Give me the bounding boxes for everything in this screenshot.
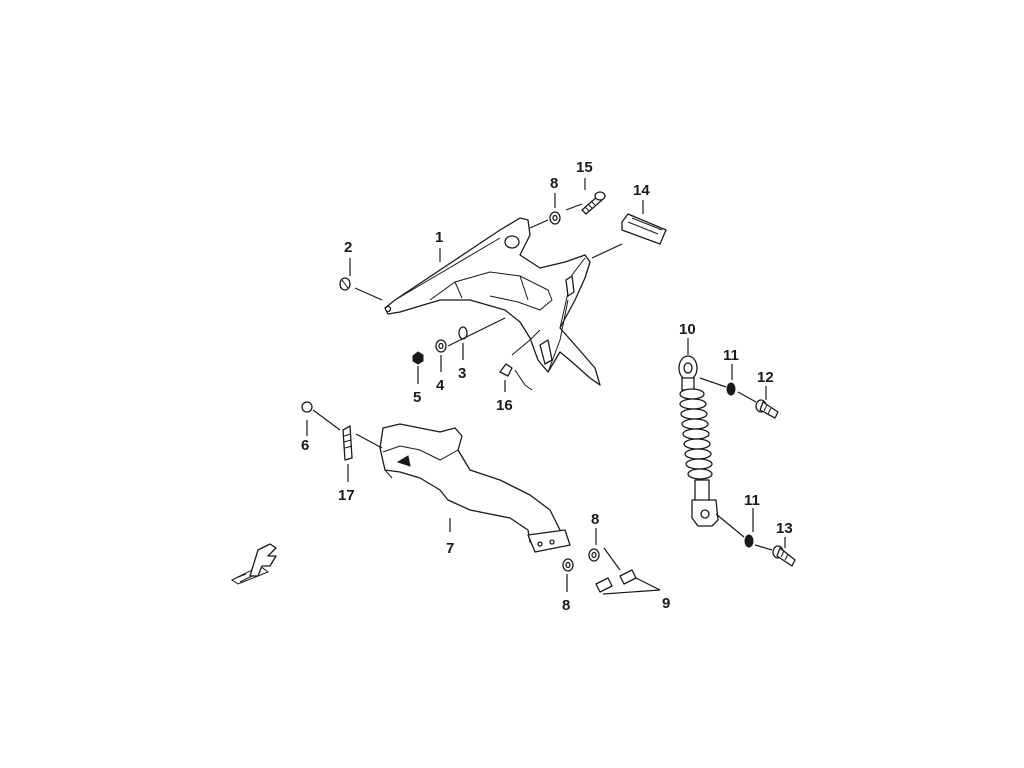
bolt-part-15 xyxy=(581,191,606,215)
bracket-part-7 xyxy=(379,423,571,553)
callout-16: 16 xyxy=(496,397,513,414)
clip-part-16 xyxy=(499,363,513,377)
callout-labels: 1 2 3 4 5 6 7 8 8 8 9 10 11 11 12 13 14 … xyxy=(301,159,793,614)
callout-10: 10 xyxy=(679,321,696,338)
screw-part-2 xyxy=(339,277,351,291)
callout-4: 4 xyxy=(436,377,445,394)
washer-11-upper xyxy=(726,382,736,396)
bolts-part-9 xyxy=(595,569,637,593)
callout-8-top: 8 xyxy=(550,175,558,192)
screw-part-6 xyxy=(301,401,313,413)
callout-17: 17 xyxy=(338,487,355,504)
callout-8-mid: 8 xyxy=(591,511,599,528)
bolt-part-13 xyxy=(772,545,796,567)
callout-1: 1 xyxy=(435,229,443,246)
rear-fender-part-1 xyxy=(384,217,601,391)
callout-9: 9 xyxy=(662,595,670,612)
callout-8-bottom: 8 xyxy=(562,597,570,614)
callout-13: 13 xyxy=(776,520,793,537)
callout-7: 7 xyxy=(446,540,454,557)
callout-3: 3 xyxy=(458,365,466,382)
callout-11-lower: 11 xyxy=(744,492,760,509)
callout-6: 6 xyxy=(301,437,309,454)
callout-15: 15 xyxy=(576,159,593,176)
callout-12: 12 xyxy=(757,369,774,386)
reflector-part-14 xyxy=(621,213,667,245)
nut-part-5 xyxy=(412,351,424,365)
leader-lines xyxy=(306,178,786,595)
bolt-part-12 xyxy=(755,399,779,419)
callout-2: 2 xyxy=(344,239,352,256)
shock-spring xyxy=(679,388,713,480)
washer-11-lower xyxy=(744,534,754,548)
callout-5: 5 xyxy=(413,389,421,406)
shock-absorber-part-10 xyxy=(678,355,719,527)
brand-logo xyxy=(231,543,277,585)
clip-part-17 xyxy=(342,425,353,461)
callout-11-upper: 11 xyxy=(723,347,739,364)
callout-14: 14 xyxy=(633,182,650,199)
